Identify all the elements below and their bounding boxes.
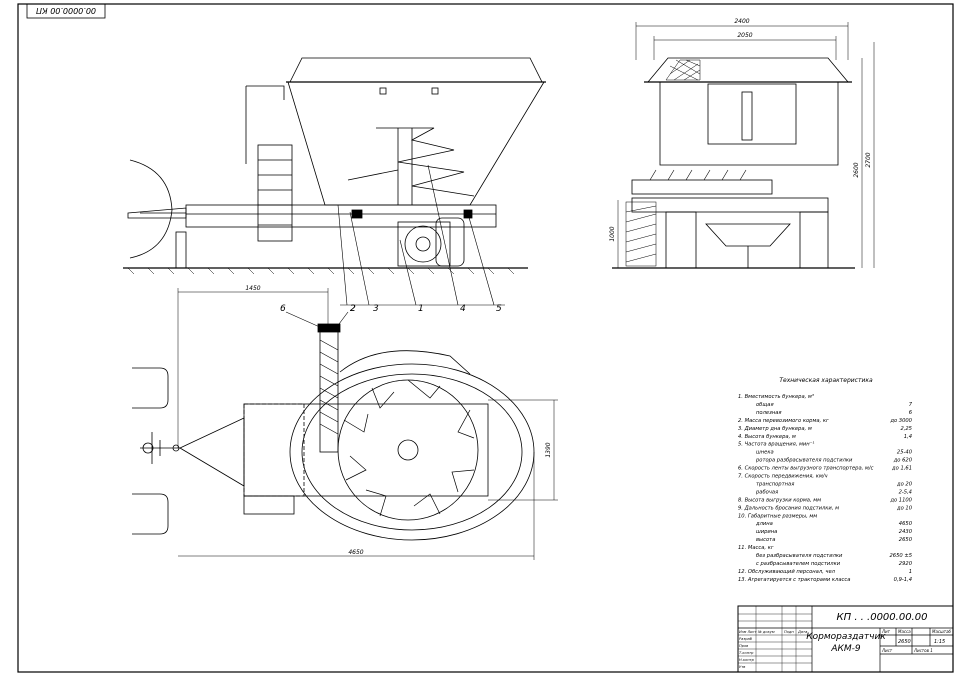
title-block-sheets: Листов 1	[913, 648, 933, 653]
tb-col-doc: № докум	[757, 630, 775, 634]
spec-line-text: 6. Скорость ленты выгрузного транспортер…	[738, 466, 874, 472]
spec-line-text: длина	[755, 521, 773, 527]
spec-lines: 1. Вместимость бункера, м³ общая 7 полезная…	[738, 394, 913, 583]
title-block	[737, 605, 954, 673]
dim-front-width-inner: 2050	[737, 32, 752, 39]
dim-plan-width: 1390	[545, 442, 552, 457]
stamp-code: 00.0000.00 КП	[36, 6, 96, 15]
plan-view	[132, 288, 558, 560]
callout-3: 3	[373, 304, 379, 314]
front-dimensions: 2400 2050 2600 2700 1000	[609, 18, 872, 242]
title-block-col-scale: Масштаб	[932, 629, 952, 634]
spec-line-value: 2920	[899, 561, 913, 567]
spec-line-value: до 20	[896, 481, 913, 487]
spec-line-text: транспортная	[756, 481, 794, 487]
title-block-mass: 2650	[898, 639, 911, 645]
side-view	[123, 57, 546, 306]
spec-line-value: 7	[909, 402, 913, 408]
callout-2-side: 2	[350, 304, 356, 314]
tb-row-3: Пров	[739, 644, 748, 648]
spec-line-value: до 620	[893, 458, 913, 464]
front-view	[612, 22, 875, 269]
stamp-code-box: 00.0000.00 КП	[26, 3, 106, 19]
spec-title: Техническая характеристика	[779, 377, 873, 384]
spec-line-text: 1. Вместимость бункера, м³	[738, 394, 814, 400]
spec-line-value: 25-40	[897, 450, 913, 456]
spec-line-value: 2,25	[900, 426, 912, 432]
spec-line-text: полезная	[756, 410, 782, 416]
dim-front-height-2: 2700	[865, 152, 872, 167]
tb-row-7: Утв	[739, 665, 745, 669]
spec-line-text: 7. Скорость передвижения, км/ч	[738, 474, 828, 480]
spec-line-value: до 3000	[889, 418, 912, 424]
title-block-col-mass: Масса	[898, 629, 911, 634]
spec-line-value: 2650	[899, 537, 913, 543]
spec-line-text: 9. Дальность бросания подстилки, м	[738, 505, 839, 511]
callout-5: 5	[496, 304, 502, 314]
tb-col-sign: Подп	[784, 630, 794, 634]
dim-front-width-total: 2400	[734, 18, 749, 25]
spec-line-value: 2-5,4	[899, 489, 912, 495]
side-callouts: 3 2 1 4 5	[350, 304, 502, 314]
spec-line-value: до 10	[896, 505, 913, 511]
title-block-name-2: АКМ-9	[830, 644, 861, 654]
spec-line-text: 8. Высота выгрузки корма, мм	[738, 497, 821, 503]
spec-line-value: 0,9-1,4	[894, 577, 912, 583]
spec-line-text: 2. Масса перевозимого корма, кг	[738, 418, 829, 424]
dim-plan-length-total: 4650	[348, 549, 363, 556]
spec-line-text: 4. Высота бункера, м	[738, 434, 796, 440]
drawing-frame	[17, 3, 954, 673]
spec-line-text: 13. Агрегатируется с тракторами класса	[738, 577, 850, 583]
spec-line-text: 3. Диаметр дна бункера, м	[738, 426, 812, 432]
spec-line-value: до 1,61	[891, 466, 912, 472]
spec-line-text: рабочая	[755, 489, 778, 495]
spec-line-value: 4650	[899, 521, 913, 527]
title-block-text: КП . . .0000.00.00 Кормораздатчик АКМ-9 …	[739, 612, 952, 669]
spec-line-text: 11. Масса, кг	[738, 545, 774, 551]
tb-row-2: Разраб	[739, 637, 753, 641]
spec-line-text: шнека	[756, 450, 774, 456]
spec-line-value: 2650 ±5	[890, 553, 913, 559]
tb-row-4: Т.контр	[739, 651, 754, 655]
spec-line-text: ротора разбрасывателя подстилки	[755, 458, 853, 464]
spec-line-value: до 1100	[889, 497, 912, 503]
title-block-sheet: Лист	[881, 648, 893, 653]
spec-line-text: 5. Частота вращения, мин⁻¹	[738, 442, 815, 448]
callout-1: 1	[418, 304, 424, 314]
title-block-scale: 1:15	[934, 639, 945, 645]
title-block-code: КП . . .0000.00.00	[837, 612, 928, 623]
callout-2-plan: 2	[350, 304, 356, 314]
spec-line-value: 1	[909, 569, 912, 575]
spec-line-text: с разбрасывателем подстилки	[756, 561, 841, 567]
spec-line-text: общая	[756, 402, 774, 408]
spec-line-text: без разбрасывателя подстилки	[756, 553, 843, 559]
title-block-name-1: Кормораздатчик	[806, 632, 886, 642]
spec-line-value: 2430	[899, 529, 913, 535]
spec-line-text: высота	[756, 537, 775, 543]
spec-line-text: 12. Обслуживающий персонал, чел	[738, 569, 836, 575]
tb-row-1: Изм Лист	[739, 630, 757, 634]
spec-line-text: ширина	[756, 529, 777, 535]
title-block-col-lit: Лит	[881, 629, 891, 634]
tb-row-6: Н.контр	[739, 658, 755, 662]
technical-spec: Техническая характеристика 1. Вместимост…	[738, 377, 913, 583]
tb-col-date: Дата	[797, 630, 807, 634]
dim-front-left-height: 1000	[609, 226, 616, 241]
dim-plan-length-top: 1450	[245, 285, 260, 292]
callout-6: 6	[280, 304, 286, 314]
callout-4: 4	[460, 304, 466, 314]
dim-front-height-1: 2600	[853, 162, 860, 177]
spec-line-value: 1,4	[904, 434, 912, 440]
spec-line-text: 10. Габаритные размеры, мм	[738, 513, 817, 519]
plan-dimensions: 1450 4650 1390 6 2	[245, 285, 552, 556]
spec-line-value: 6	[909, 410, 913, 416]
